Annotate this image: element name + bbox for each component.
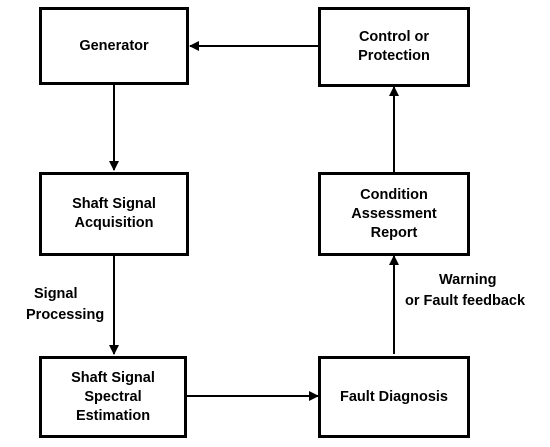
- edge-label-signal-processing: Signal Processing: [26, 284, 104, 326]
- node-condition-label-2: Assessment: [351, 205, 437, 222]
- node-acquisition-label-2: Acquisition: [74, 215, 154, 231]
- node-control-label-2: Protection: [358, 48, 430, 64]
- node-acquisition-label-1: Shaft Signal: [72, 196, 156, 212]
- node-spectral-label-2: Spectral: [84, 388, 142, 405]
- node-control-protection: Control or Protection: [318, 7, 470, 87]
- node-condition-assessment-report: Condition Assessment Report: [318, 172, 470, 256]
- edge-label-signal-processing-1: Signal: [34, 286, 78, 302]
- edge-label-warning-1: Warning: [439, 272, 497, 288]
- node-shaft-signal-spectral-estimation: Shaft Signal Spectral Estimation: [39, 356, 187, 438]
- node-spectral-label-3: Estimation: [75, 407, 151, 424]
- edge-label-warning-feedback: Warning or Fault feedback: [405, 270, 525, 312]
- node-generator: Generator: [39, 7, 189, 85]
- node-control-label-1: Control or: [358, 29, 430, 45]
- edge-label-warning-2: or Fault feedback: [405, 293, 526, 309]
- node-condition-label-1: Condition: [360, 186, 428, 203]
- node-fault-label-1: Fault Diagnosis: [340, 388, 448, 405]
- node-condition-label-3: Report: [370, 224, 418, 241]
- node-spectral-label-1: Shaft Signal: [71, 369, 155, 386]
- node-shaft-signal-acquisition: Shaft Signal Acquisition: [39, 172, 189, 256]
- node-generator-label-1: Generator: [79, 37, 149, 54]
- node-fault-diagnosis: Fault Diagnosis: [318, 356, 470, 438]
- edge-label-signal-processing-2: Processing: [26, 307, 105, 323]
